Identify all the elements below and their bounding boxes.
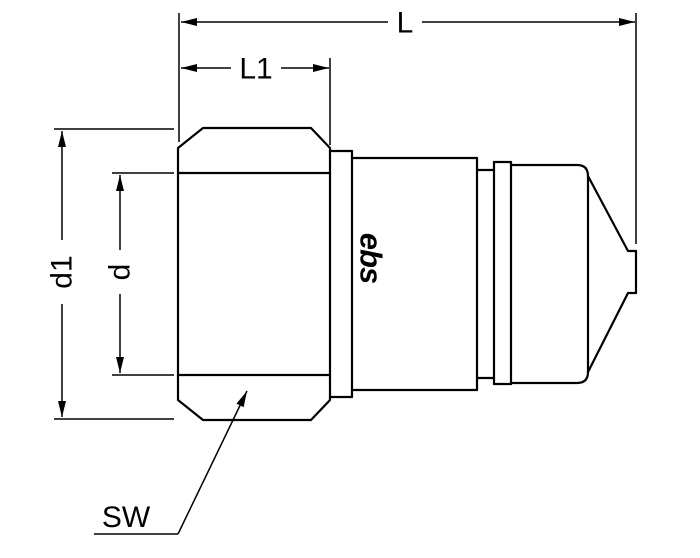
dimension-L1: L1 — [181, 52, 331, 145]
dimension-d-label-bg — [104, 250, 136, 294]
dimension-L-label: L — [397, 7, 414, 40]
callout-SW-leader-line — [177, 390, 248, 535]
dimension-L1-label-bg — [231, 52, 281, 84]
dimension-d1-label-bg — [46, 240, 78, 304]
dimension-d1: d1 — [46, 128, 174, 420]
nose-taper-top — [586, 174, 638, 253]
tip-block-top — [509, 163, 590, 178]
callout-SW: SW — [94, 390, 248, 535]
hex-nut-outline — [176, 126, 332, 422]
brand-logo-text: ebs — [354, 233, 389, 284]
dimension-L-label-bg — [388, 6, 422, 38]
dimension-d: d — [104, 172, 174, 376]
callout-SW-label: SW — [102, 501, 151, 534]
dimension-d-label: d — [104, 264, 137, 281]
coupling-plug-outline: ebs — [176, 126, 638, 422]
nose-taper-bottom — [586, 291, 638, 374]
tip-block-bottom — [509, 370, 590, 385]
dimension-L: L — [178, 6, 637, 244]
dimension-d1-label: d1 — [46, 255, 79, 288]
dimension-L1-label: L1 — [239, 53, 272, 86]
